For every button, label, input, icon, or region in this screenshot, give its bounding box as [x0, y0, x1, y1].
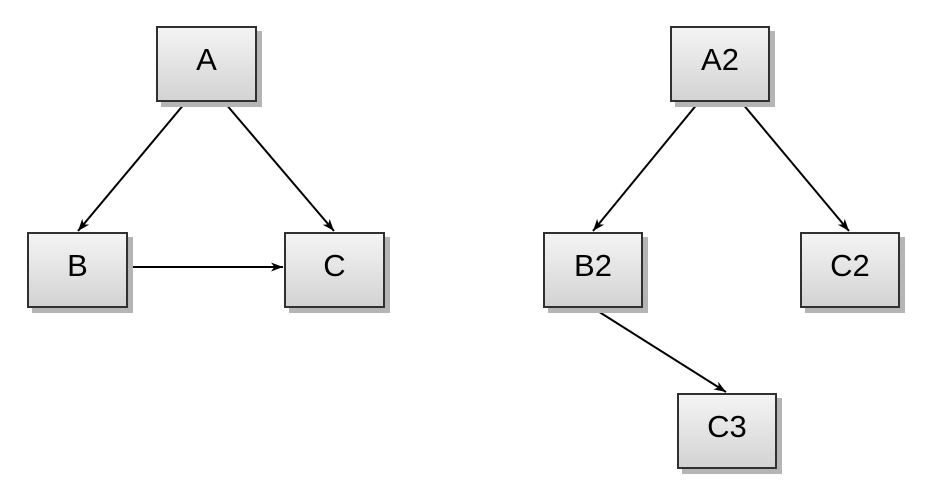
- node-A2: A2: [670, 26, 770, 102]
- node-A: A: [156, 26, 257, 102]
- node-C: C: [284, 232, 385, 308]
- node-C3: C3: [677, 393, 777, 469]
- node-B: B: [27, 232, 128, 308]
- node-label-A: A: [196, 42, 217, 77]
- node-label-A2: A2: [701, 42, 739, 77]
- node-label-C: C: [323, 248, 346, 283]
- edge-A-to-C: [224, 102, 335, 232]
- node-B2: B2: [543, 232, 643, 308]
- edge-B2-to-C3: [592, 307, 727, 393]
- edge-A2-to-C2: [741, 102, 850, 232]
- node-C2: C2: [800, 232, 900, 308]
- node-label-C3: C3: [707, 409, 747, 444]
- edge-A2-to-B2: [592, 102, 699, 232]
- node-label-B: B: [67, 248, 88, 283]
- edge-A-to-B: [77, 102, 186, 232]
- node-label-B2: B2: [574, 248, 612, 283]
- node-label-C2: C2: [830, 248, 870, 283]
